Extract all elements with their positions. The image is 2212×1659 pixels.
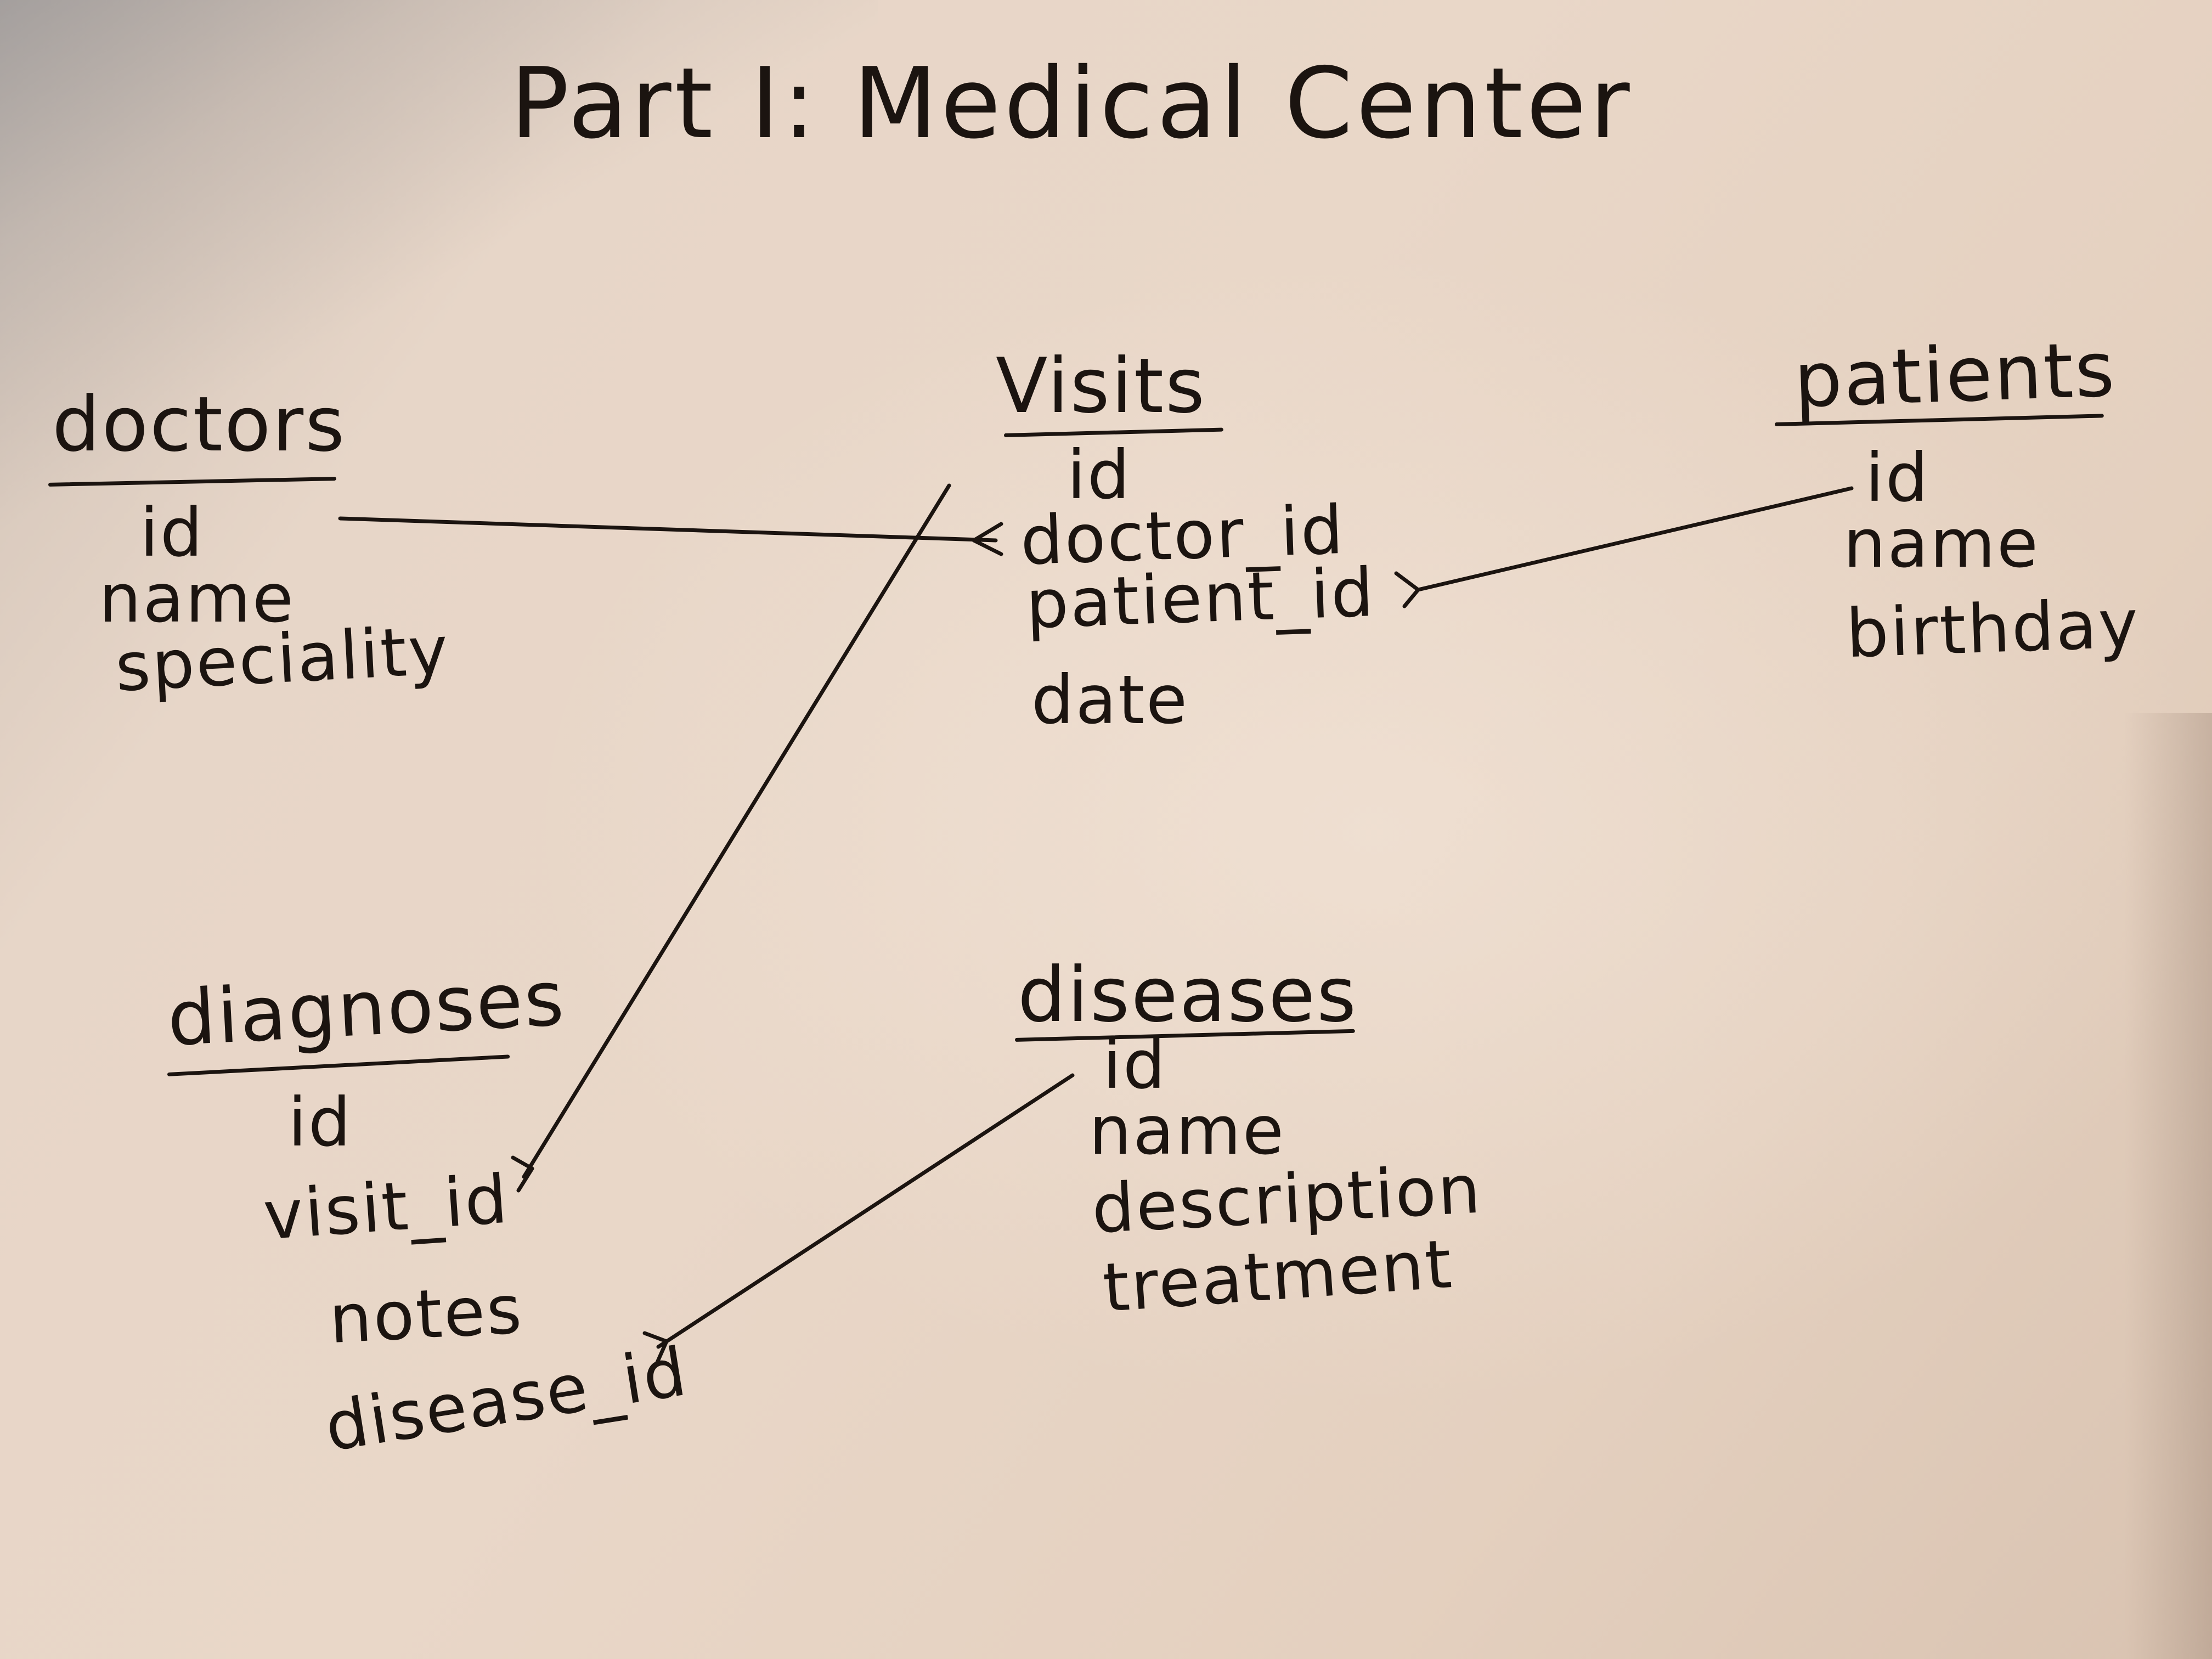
relationship-visits-diagnoses	[522, 483, 951, 1179]
field-doctors-name: name	[99, 560, 295, 637]
entity-title-diseases: diseases	[1018, 951, 1358, 1039]
field-patients-name: name	[1843, 505, 2040, 583]
field-visits-date: date	[1031, 661, 1189, 739]
field-doctors-id: id	[140, 494, 205, 572]
shadow-overlay	[0, 0, 878, 603]
crowfoot-patient-id	[1394, 571, 1420, 608]
crowfoot-visit-id	[511, 1155, 534, 1193]
relationship-patients-visits	[1416, 486, 1854, 592]
field-visits-id: id	[1067, 436, 1132, 514]
field-diseases-name: name	[1089, 1092, 1285, 1170]
crowfoot-disease-id	[642, 1331, 669, 1368]
field-diagnoses-id: id	[288, 1084, 353, 1161]
relationship-doctors-visits	[338, 516, 998, 543]
crowfoot-doctor-id	[972, 522, 1003, 556]
page-title: Part I: Medical Center	[510, 47, 1633, 160]
entity-title-visits: Visits	[996, 342, 1206, 430]
relationship-diseases-diagnoses	[656, 1073, 1075, 1349]
field-diseases-id: id	[1103, 1026, 1167, 1104]
entity-title-doctors: doctors	[52, 380, 347, 469]
edge-shadow	[2124, 713, 2212, 1659]
field-patients-id: id	[1865, 439, 1930, 517]
